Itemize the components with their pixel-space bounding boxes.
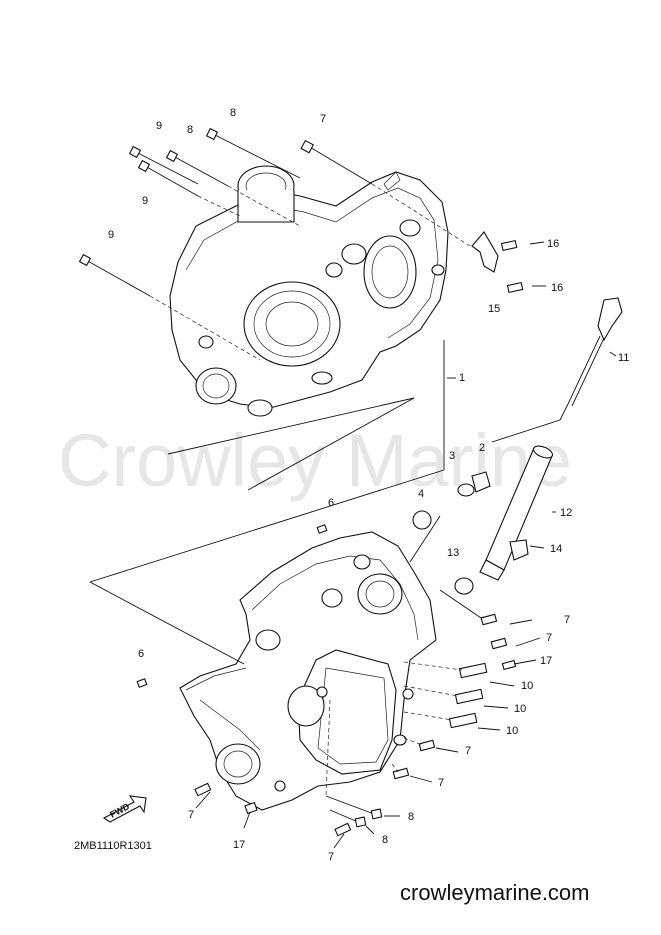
callout-7d: 7 bbox=[465, 745, 471, 757]
callout-2: 2 bbox=[479, 442, 485, 454]
callout-10a: 10 bbox=[521, 680, 533, 692]
callout-16a: 16 bbox=[547, 238, 559, 250]
lower-bolts bbox=[194, 589, 508, 837]
callout-3: 3 bbox=[449, 450, 455, 462]
callout-7a: 7 bbox=[320, 113, 326, 125]
callout-7f: 7 bbox=[188, 809, 194, 821]
callout-7g: 7 bbox=[328, 851, 334, 863]
fwd-arrow-icon: FWD bbox=[102, 795, 147, 823]
callout-1: 1 bbox=[459, 372, 465, 384]
callout-11: 11 bbox=[618, 352, 629, 364]
callout-17a: 17 bbox=[540, 655, 552, 667]
callout-6a: 6 bbox=[328, 497, 334, 509]
callout-labels: 1 2 3 4 6 6 7 7 7 7 7 7 7 8 8 8 8 9 9 9 … bbox=[108, 107, 629, 863]
leader-lines bbox=[195, 241, 617, 849]
website-url: crowleymarine.com bbox=[400, 880, 590, 905]
callout-8c: 8 bbox=[408, 811, 414, 823]
callout-9a: 9 bbox=[156, 120, 162, 132]
callout-10c: 10 bbox=[506, 725, 518, 737]
callout-8a: 8 bbox=[230, 107, 236, 119]
callout-15: 15 bbox=[488, 303, 500, 315]
callout-14: 14 bbox=[550, 543, 562, 555]
callout-10b: 10 bbox=[514, 703, 526, 715]
upper-bolts bbox=[78, 127, 471, 361]
filler-tube bbox=[479, 445, 554, 581]
callout-7b: 7 bbox=[564, 614, 570, 626]
callout-9b: 9 bbox=[142, 195, 148, 207]
mating-plane-outline bbox=[89, 340, 445, 665]
callout-4: 4 bbox=[418, 488, 424, 500]
callout-8d: 8 bbox=[382, 834, 388, 846]
callout-7e: 7 bbox=[438, 777, 444, 789]
lower-crankcase-half bbox=[179, 531, 437, 811]
diagram-code: 2MB1110R1301 bbox=[74, 840, 152, 852]
callout-7c: 7 bbox=[546, 632, 552, 644]
callout-9c: 9 bbox=[108, 229, 114, 241]
watermark-text: Crowley Marine bbox=[58, 419, 572, 502]
callout-13: 13 bbox=[447, 547, 459, 559]
callout-16b: 16 bbox=[551, 282, 563, 294]
dipstick bbox=[491, 297, 623, 443]
callout-6b: 6 bbox=[138, 648, 144, 660]
callout-17b: 17 bbox=[233, 839, 245, 851]
upper-crankcase-half bbox=[169, 165, 449, 417]
bracket-assembly bbox=[471, 231, 524, 294]
callout-8b: 8 bbox=[187, 124, 193, 136]
callout-12: 12 bbox=[560, 507, 572, 519]
